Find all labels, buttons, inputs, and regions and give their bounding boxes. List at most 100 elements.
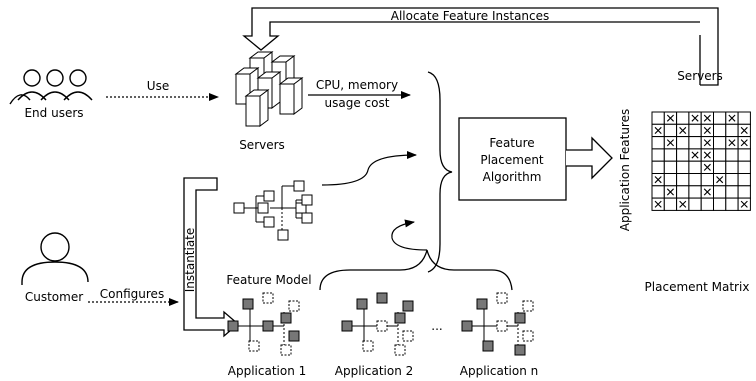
application-tree-2 — [341, 292, 414, 356]
matrix-mark — [666, 114, 674, 122]
ellipsis-label: ... — [431, 319, 442, 333]
algorithm-box — [458, 117, 567, 201]
matrix-mark — [703, 114, 711, 122]
app-root-node — [227, 320, 239, 332]
app-unselected-node — [376, 320, 388, 332]
app-unselected-node — [496, 292, 508, 304]
application-tree-3 — [461, 292, 534, 356]
placement-matrix-label: Placement Matrix — [645, 280, 750, 294]
matrix-cell — [713, 136, 727, 150]
app2-label: Application 2 — [335, 364, 414, 378]
app-root-node — [461, 320, 473, 332]
matrix-cell — [725, 148, 739, 162]
matrix-cell — [676, 136, 690, 150]
app-selected-node — [402, 300, 414, 312]
allocate-label: Allocate Feature Instances — [391, 9, 550, 23]
app-unselected-node — [262, 292, 274, 304]
feature-model-label: Feature Model — [226, 273, 311, 287]
cpu-label-2: usage cost — [325, 96, 390, 110]
matrix-cell — [688, 197, 702, 211]
matrix-cell — [737, 173, 751, 187]
matrix-cell — [676, 173, 690, 187]
app-selected-node — [482, 340, 494, 352]
matrix-mark — [728, 139, 736, 147]
matrix-mark — [654, 176, 662, 184]
applications-brace — [319, 249, 513, 291]
matrix-cell — [663, 148, 678, 162]
matrix-mark — [716, 176, 724, 184]
app-selected-node — [514, 312, 526, 324]
matrix-cell — [688, 123, 702, 138]
output-arrow — [566, 136, 613, 180]
servers-top-label: Servers — [677, 69, 723, 83]
instantiate-arrow — [183, 177, 239, 338]
app-unselected-node — [522, 300, 534, 312]
matrix-cell — [713, 111, 727, 125]
end-users-label: End users — [24, 106, 83, 120]
matrix-cell — [725, 173, 739, 187]
algo-label-3: Algorithm — [483, 170, 542, 184]
app-selected-node — [280, 312, 292, 324]
matrix-mark — [740, 126, 748, 134]
app-features-label: Application Features — [618, 109, 632, 231]
matrix-cell — [737, 148, 751, 162]
app-selected-node — [242, 298, 254, 310]
matrix-cell — [725, 123, 739, 138]
matrix-cell — [688, 136, 702, 150]
matrix-mark — [740, 200, 748, 208]
matrix-mark — [691, 151, 699, 159]
matrix-cell — [737, 111, 751, 125]
matrix-cell — [737, 160, 751, 174]
model-arrow — [321, 151, 417, 186]
matrix-cell — [676, 148, 690, 162]
matrix-cell — [651, 111, 665, 125]
cpu-label-1: CPU, memory — [316, 78, 398, 92]
matrix-cell — [676, 160, 690, 174]
matrix-cell — [737, 185, 751, 199]
matrix-mark — [703, 139, 711, 147]
matrix-mark — [666, 188, 674, 196]
app-unselected-node — [402, 330, 414, 342]
app-root-node — [341, 320, 353, 332]
matrix-mark — [703, 151, 711, 159]
app-selected-node — [514, 344, 526, 356]
matrix-cell — [663, 197, 678, 211]
matrix-mark — [679, 126, 687, 134]
app-selected-node — [356, 298, 368, 310]
customer-label: Customer — [25, 290, 83, 304]
matrix-cell — [676, 111, 690, 125]
matrix-mark — [679, 200, 687, 208]
matrix-cell — [688, 185, 702, 199]
matrix-cell — [713, 123, 727, 138]
app-unselected-node — [362, 340, 374, 352]
matrix-mark — [728, 114, 736, 122]
app-selected-node — [288, 330, 300, 342]
algo-label-1: Feature — [489, 136, 534, 150]
matrix-mark — [666, 139, 674, 147]
matrix-cell — [663, 173, 678, 187]
app-unselected-node — [288, 300, 300, 312]
servers-icon — [234, 51, 304, 127]
matrix-cell — [713, 148, 727, 162]
use-label: Use — [147, 79, 169, 93]
app-unselected-node — [496, 320, 508, 332]
appn-label: Application n — [460, 364, 538, 378]
algo-label-2: Placement — [480, 153, 544, 167]
customer-icon — [21, 232, 89, 285]
app-selected-node — [376, 292, 388, 304]
matrix-cell — [713, 185, 727, 199]
matrix-cell — [676, 185, 690, 199]
matrix-mark — [740, 139, 748, 147]
servers-label: Servers — [239, 138, 285, 152]
app-unselected-node — [394, 344, 406, 356]
app-selected-node — [394, 312, 406, 324]
matrix-cell — [663, 160, 678, 174]
placement-matrix — [651, 111, 751, 211]
matrix-mark — [691, 114, 699, 122]
matrix-cell — [713, 197, 727, 211]
matrix-cell — [651, 160, 665, 174]
matrix-cell — [688, 173, 702, 187]
matrix-cell — [725, 197, 739, 211]
